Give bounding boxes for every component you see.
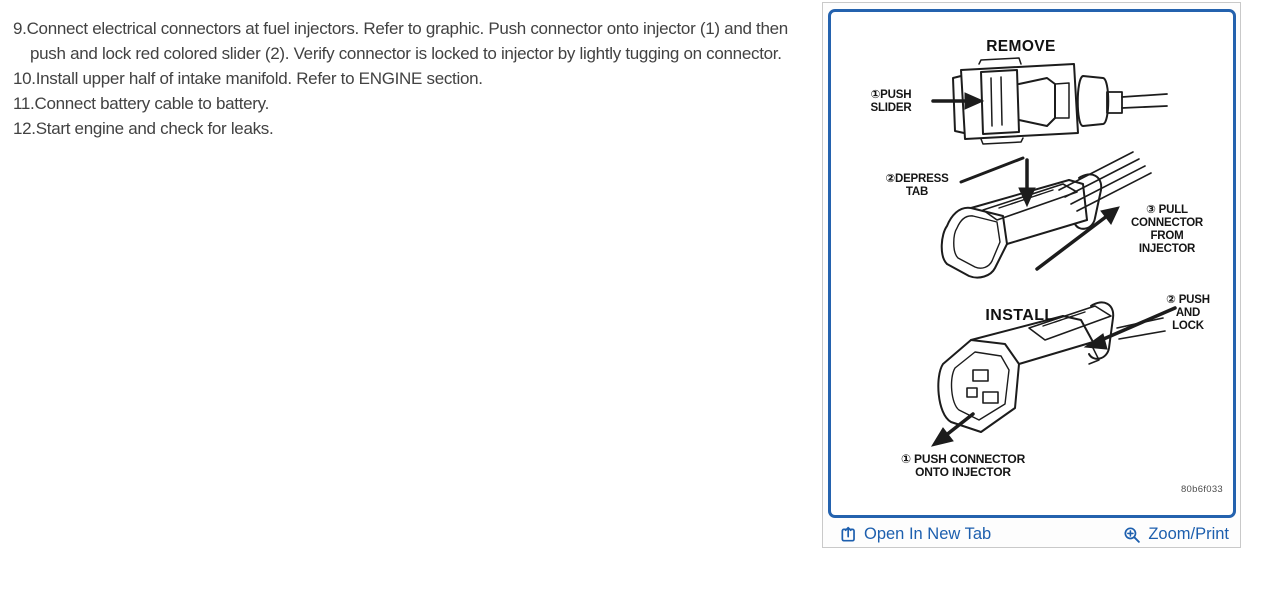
instruction-number: 12. xyxy=(13,119,36,138)
depress-tab-label: ②DEPRESS TAB xyxy=(885,173,949,198)
instruction-text: Install upper half of intake manifold. R… xyxy=(35,69,483,88)
instruction-list: 9.Connect electrical connectors at fuel … xyxy=(13,16,825,141)
figure-footer: Open In New Tab Zoom/Print xyxy=(823,521,1240,548)
open-in-new-tab-link[interactable]: Open In New Tab xyxy=(840,525,991,544)
figure-card: REMOVE ①PUSH SLIDER ②DEPRESS TAB ③ PULL … xyxy=(822,2,1241,548)
open-in-new-tab-label: Open In New Tab xyxy=(864,525,992,543)
instruction-number: 11. xyxy=(13,94,35,113)
zoom-plus-icon xyxy=(1123,526,1141,544)
figure-code: 80b6f033 xyxy=(1180,484,1223,495)
instruction-number: 9. xyxy=(13,19,27,38)
instruction-text: Connect battery cable to battery. xyxy=(34,94,270,113)
instruction-item: 9.Connect electrical connectors at fuel … xyxy=(13,16,825,66)
figure-panel: REMOVE ①PUSH SLIDER ②DEPRESS TAB ③ PULL … xyxy=(828,9,1236,518)
push-slider-label: ①PUSH SLIDER xyxy=(870,89,912,114)
push-and-lock-label: ② PUSH AND LOCK xyxy=(1166,294,1210,332)
instruction-number: 10. xyxy=(13,69,36,88)
open-in-new-tab-icon xyxy=(840,526,857,543)
install-section-title: INSTALL xyxy=(985,307,1055,324)
instruction-text: Start engine and check for leaks. xyxy=(35,119,274,138)
zoom-print-label: Zoom/Print xyxy=(1148,525,1229,543)
push-connector-onto-injector-label: ① PUSH CONNECTOR ONTO INJECTOR xyxy=(900,452,1026,479)
instruction-item: 11.Connect battery cable to battery. xyxy=(13,91,825,116)
instruction-item: 10.Install upper half of intake manifold… xyxy=(13,66,825,91)
instruction-item: 12.Start engine and check for leaks. xyxy=(13,116,825,141)
injector-connector-diagram xyxy=(930,57,1177,447)
zoom-print-link[interactable]: Zoom/Print xyxy=(1123,525,1229,544)
instruction-text: Connect electrical connectors at fuel in… xyxy=(26,19,789,63)
pull-connector-label: ③ PULL CONNECTOR FROM INJECTOR xyxy=(1130,204,1204,255)
remove-section-title: REMOVE xyxy=(986,38,1056,55)
